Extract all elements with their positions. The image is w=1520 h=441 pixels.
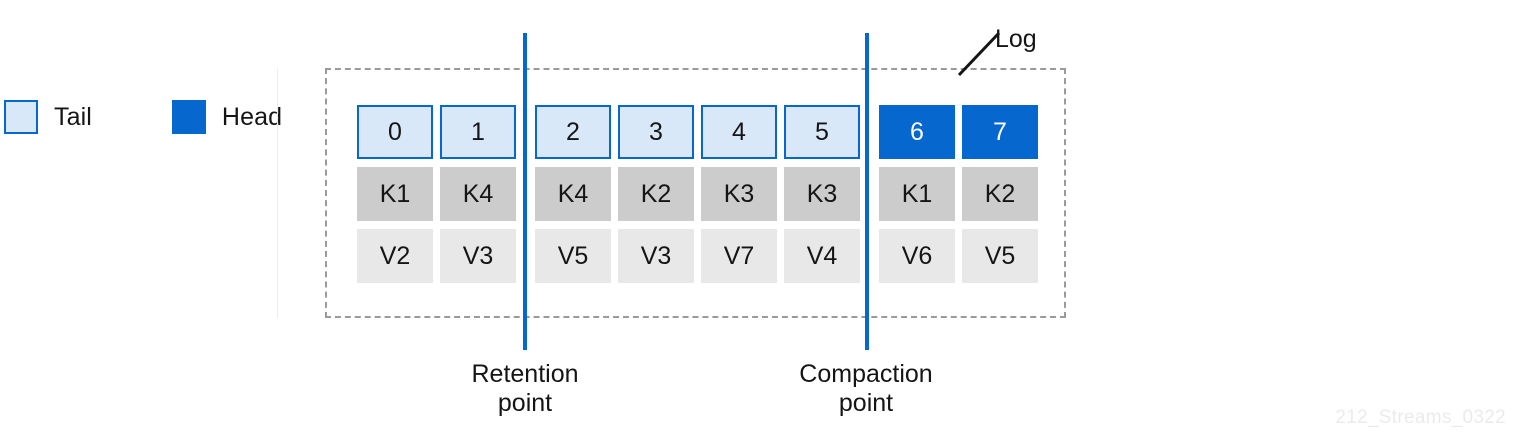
value-cell-3: V3 — [618, 229, 694, 283]
offset-cell-4[interactable]: 4 — [701, 105, 777, 159]
value-cell-7: V5 — [962, 229, 1038, 283]
offset-cell-3[interactable]: 3 — [618, 105, 694, 159]
key-cell-5: K3 — [784, 167, 860, 221]
value-cell-5: V4 — [784, 229, 860, 283]
watermark: 212_Streams_0322 — [1335, 407, 1506, 428]
legend-label-head: Head — [221, 102, 283, 131]
retention-point-label-line2: point — [497, 388, 553, 417]
legend-item-head: Head — [171, 100, 283, 134]
key-cell-1: K4 — [440, 167, 516, 221]
retention-point-label: Retention point — [395, 360, 655, 418]
retention-point-line — [523, 33, 527, 350]
legend: Tail Head — [4, 100, 282, 134]
log-label: Log — [995, 25, 1037, 53]
value-row: V2 V3 V5 V3 V7 V4 V6 V5 — [357, 229, 1038, 283]
value-cell-1: V3 — [440, 229, 516, 283]
offset-cell-7[interactable]: 7 — [962, 105, 1038, 159]
compaction-point-label-line2: point — [838, 388, 894, 417]
log-boundary-box — [325, 68, 1066, 318]
legend-diagram-divider — [277, 68, 278, 318]
retention-point-label-line1: Retention — [471, 360, 579, 388]
key-cell-7: K2 — [962, 167, 1038, 221]
key-cell-4: K3 — [701, 167, 777, 221]
head-swatch-icon — [171, 100, 206, 134]
offset-cell-1[interactable]: 1 — [440, 105, 516, 159]
compaction-point-label: Compaction point — [736, 360, 996, 418]
offset-cell-2[interactable]: 2 — [535, 105, 611, 159]
key-cell-3: K2 — [618, 167, 694, 221]
value-cell-4: V7 — [701, 229, 777, 283]
compaction-point-label-line1: Compaction — [799, 360, 933, 388]
offset-cell-6[interactable]: 6 — [879, 105, 955, 159]
offset-cell-5[interactable]: 5 — [784, 105, 860, 159]
value-cell-6: V6 — [879, 229, 955, 283]
key-cell-2: K4 — [535, 167, 611, 221]
key-row: K1 K4 K4 K2 K3 K3 K1 K2 — [357, 167, 1038, 221]
tail-swatch-icon — [4, 100, 38, 134]
compaction-point-line — [865, 33, 869, 350]
value-cell-2: V5 — [535, 229, 611, 283]
legend-label-tail: Tail — [54, 102, 92, 131]
log-record-grid: 0 1 2 3 4 5 6 7 K1 K4 K4 K2 K3 K3 K1 K2 … — [357, 105, 1038, 283]
offset-cell-0[interactable]: 0 — [357, 105, 433, 159]
legend-item-tail: Tail — [4, 100, 92, 134]
key-cell-6: K1 — [879, 167, 955, 221]
value-cell-0: V2 — [357, 229, 433, 283]
key-cell-0: K1 — [357, 167, 433, 221]
offset-row: 0 1 2 3 4 5 6 7 — [357, 105, 1038, 159]
